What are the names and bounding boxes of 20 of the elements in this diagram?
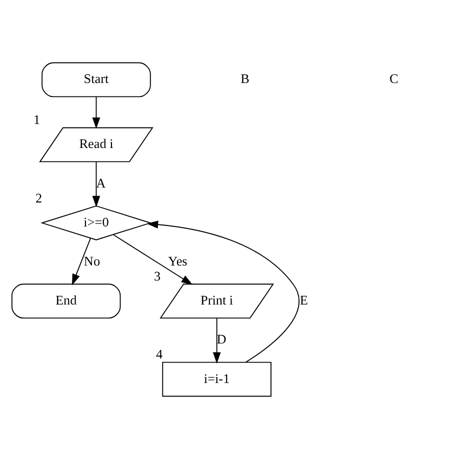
label: B <box>240 71 250 86</box>
arrow <box>112 234 193 285</box>
label: C <box>390 71 398 86</box>
arrow <box>92 96 100 129</box>
node-box: End <box>11 284 121 319</box>
arrow <box>212 318 221 364</box>
arrow <box>146 220 300 363</box>
node-label: 4 <box>156 346 163 362</box>
node-box: i=i-1 <box>162 362 272 397</box>
edge-label: A <box>96 175 106 190</box>
edge-label: Yes <box>168 253 188 268</box>
edge-label: E <box>300 292 308 308</box>
node-diamond: i>=0 <box>40 205 152 240</box>
node-box: Start <box>42 62 151 98</box>
node-label: 2 <box>35 190 42 206</box>
edge-label: No <box>84 253 100 268</box>
arrow <box>92 161 100 208</box>
node-label: 3 <box>154 268 161 284</box>
node-label: 1 <box>33 112 40 128</box>
arrow <box>72 238 92 286</box>
